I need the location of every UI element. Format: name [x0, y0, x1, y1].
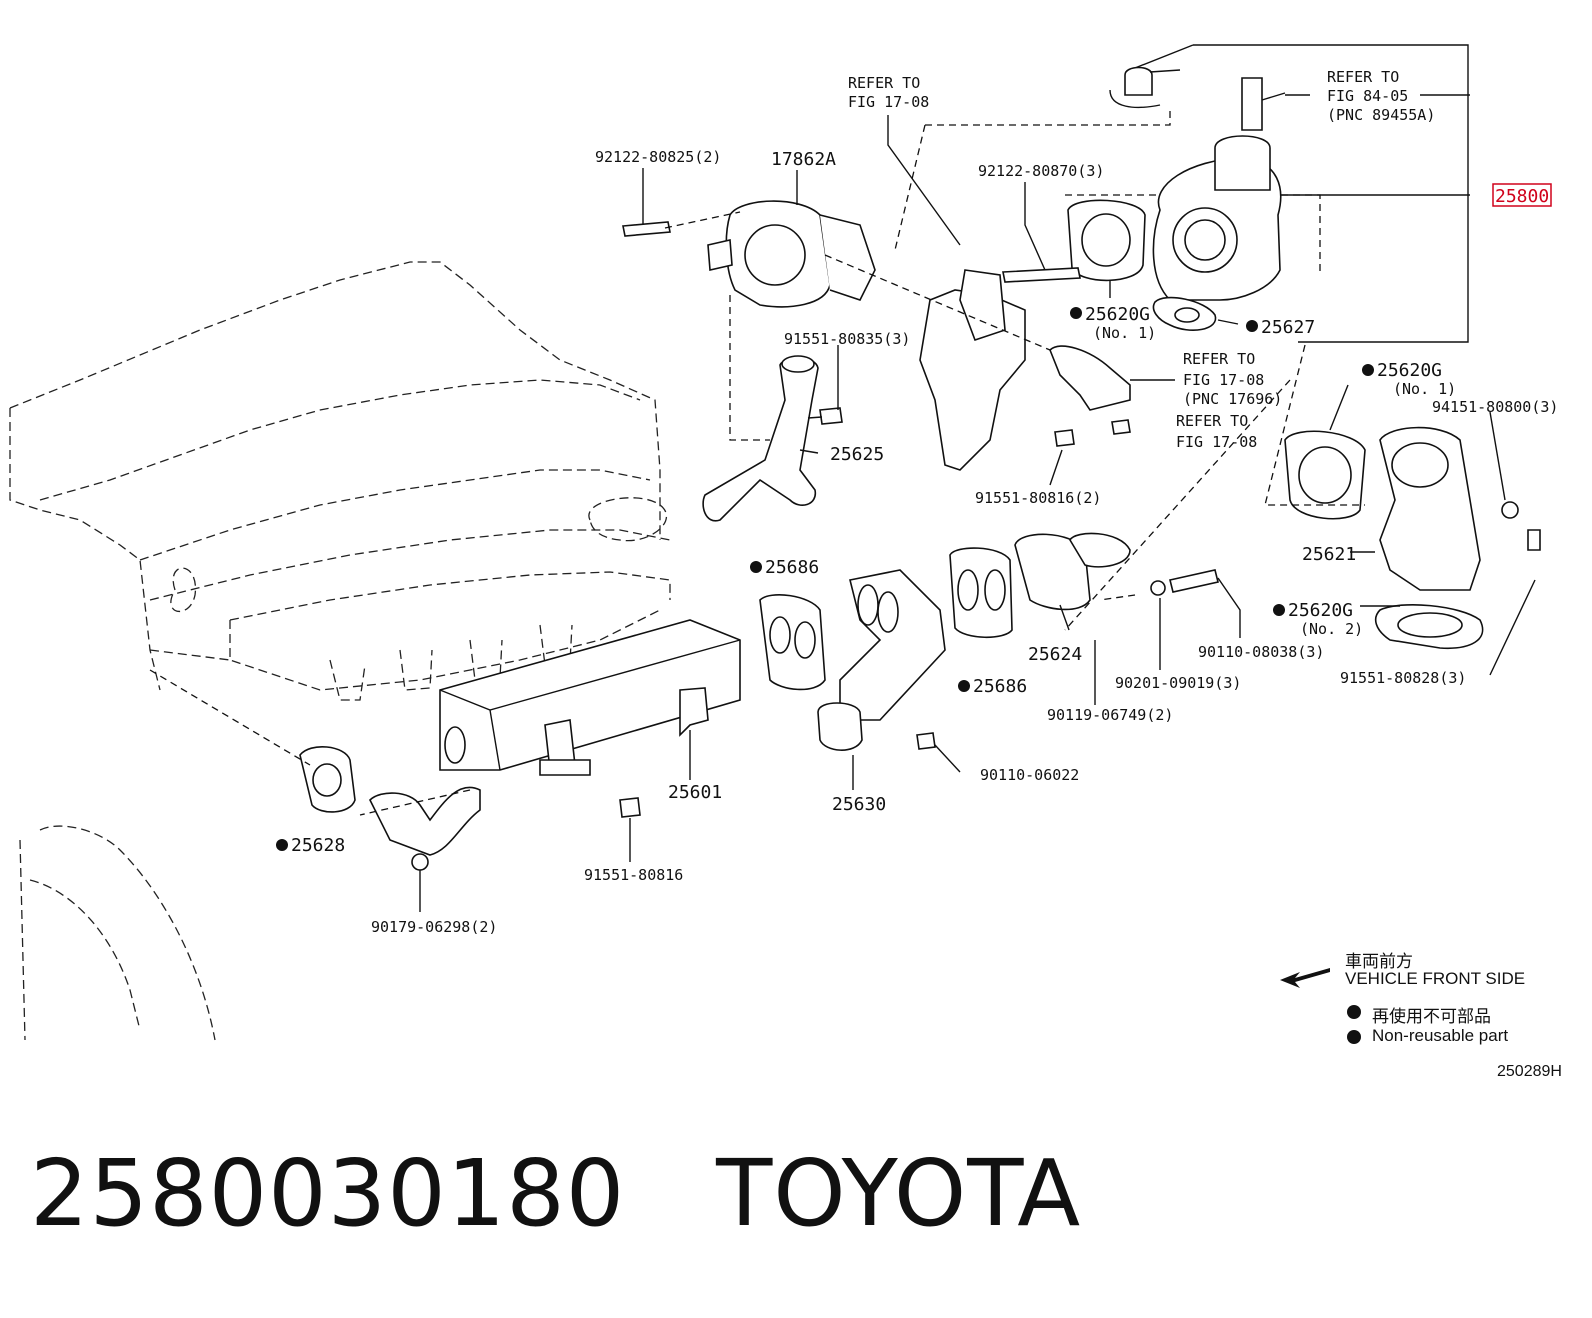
- hose-90179: [369, 786, 481, 871]
- exploded-parts-diagram: REFER TO FIG 17-08 REFER TO FIG 84-05 (P…: [9, 44, 1558, 1044]
- part-label: (No. 2): [1300, 620, 1363, 638]
- bolt-91551-80816-pair: [1054, 419, 1131, 447]
- gasket-25628: [299, 745, 356, 813]
- part-label: 25620G: [1085, 304, 1150, 325]
- egr-valve-25800: [1109, 66, 1286, 301]
- highlight-box: [1492, 183, 1552, 207]
- throttle-body-17862A: [707, 200, 876, 308]
- part-label: 90110-06022: [980, 766, 1079, 784]
- part-label: 25628: [291, 835, 345, 856]
- legend-nonreuse-jp: 再使用不可部品: [1372, 1007, 1491, 1026]
- bolt-91551-80816-lower: [619, 797, 641, 818]
- gasket-25620G-top: [1067, 199, 1146, 282]
- refer-label-top-right: REFER TO: [1327, 68, 1399, 86]
- part-label: 25621: [1302, 544, 1356, 565]
- caption-brand: TOYOTA: [716, 1140, 1082, 1247]
- part-label: 92122-80870(3): [978, 162, 1104, 180]
- figure-code: 250289H: [1497, 1063, 1562, 1080]
- part-label-highlighted: 25800: [1495, 186, 1549, 207]
- front-arrow-icon: [1280, 968, 1330, 988]
- pipe-25621: [1379, 426, 1481, 591]
- caption: 2580030180 TOYOTA: [30, 1140, 1081, 1247]
- stud-92122-80870: [1002, 267, 1081, 283]
- bolt-90110-08038: [1150, 569, 1219, 596]
- part-label: 91551-80816(2): [975, 489, 1101, 507]
- refer-label-mid: REFER TO: [1183, 350, 1255, 368]
- part-label: 90119-06749(2): [1047, 706, 1173, 724]
- egr-bracket-center: [919, 269, 1131, 471]
- part-label: 25620G: [1377, 360, 1442, 381]
- ref-fig-top: FIG 17-08: [848, 93, 929, 111]
- part-label: (No. 1): [1393, 380, 1456, 398]
- refer-label-lower: REFER TO: [1176, 412, 1248, 430]
- part-label: 25630: [832, 794, 886, 815]
- part-label: 90179-06298(2): [371, 918, 497, 936]
- engine-block-outline: [9, 261, 671, 1041]
- refer-label-top: REFER TO: [848, 74, 920, 92]
- part-label: 25627: [1261, 317, 1315, 338]
- part-label: 17862A: [771, 149, 836, 170]
- part-label: 91551-80828(3): [1340, 669, 1466, 687]
- part-label: 91551-80835(3): [784, 330, 910, 348]
- plate-25624: [1014, 532, 1131, 611]
- part-label: 25620G: [1288, 600, 1353, 621]
- egr-cooler-25601: [439, 619, 741, 776]
- part-label: 25601: [668, 782, 722, 803]
- legend-graphics: [1280, 968, 1361, 1044]
- gasket-25620G-right: [1284, 430, 1366, 520]
- part-label: 25686: [973, 676, 1027, 697]
- bracket-25625: [702, 355, 819, 522]
- nonreuse-dot-icon: [1347, 1030, 1361, 1044]
- caption-part-number: 2580030180: [30, 1140, 626, 1247]
- callout-labels: REFER TO FIG 17-08 REFER TO FIG 84-05 (P…: [276, 68, 1558, 936]
- part-label: 91551-80816: [584, 866, 683, 884]
- leader-lines: [149, 94, 1536, 912]
- nonreuse-dot-icon: [1347, 1005, 1361, 1019]
- ref-fig-top-right: FIG 84-05: [1327, 87, 1408, 105]
- part-label: 90110-08038(3): [1198, 643, 1324, 661]
- legend-front-en: VEHICLE FRONT SIDE: [1345, 969, 1526, 988]
- bolt-90110-06022: [916, 732, 936, 750]
- part-label: 92122-80825(2): [595, 148, 721, 166]
- bypass-valve-25630: [817, 569, 946, 751]
- part-label: 25686: [765, 557, 819, 578]
- nut-94151-80800: [1501, 501, 1519, 519]
- part-label: 25624: [1028, 644, 1082, 665]
- gasket-25686-right: [949, 547, 1013, 639]
- legend-nonreuse-en: Non-reusable part: [1372, 1026, 1509, 1045]
- ref-pnc-top-right: (PNC 89455A): [1327, 106, 1435, 124]
- part-label: 94151-80800(3): [1432, 398, 1558, 416]
- legend-front-jp: 車両前方: [1345, 952, 1413, 971]
- part-label: 25625: [830, 444, 884, 465]
- ref-fig-mid: FIG 17-08: [1183, 371, 1264, 389]
- part-label: 90201-09019(3): [1115, 674, 1241, 692]
- gasket-25686-left: [759, 594, 826, 691]
- part-label: (No. 1): [1093, 324, 1156, 342]
- ref-fig-lower: FIG 17-08: [1176, 433, 1257, 451]
- ref-pnc-mid: (PNC 17696): [1183, 390, 1282, 408]
- gasket-25627: [1152, 296, 1217, 331]
- bolt-91551-80828: [1527, 529, 1541, 551]
- bolt-91551-80835: [807, 407, 843, 425]
- stud-92122-80825: [622, 221, 671, 237]
- gasket-25620G-no2: [1374, 604, 1484, 650]
